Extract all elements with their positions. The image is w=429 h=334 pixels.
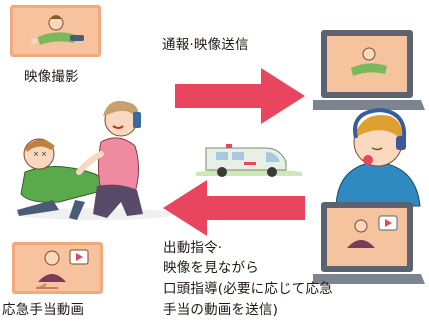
- capture-label: 映像撮影: [24, 69, 79, 85]
- send-label: 通報·映像送信: [162, 37, 249, 53]
- dispatch-label-line-4: 手当の動画を送信): [163, 302, 279, 318]
- injured-person-thumbnail: [13, 8, 98, 54]
- ambulance-icon: [196, 144, 302, 177]
- first-aid-video-label: 応急手当動画: [2, 302, 85, 318]
- dispatcher-illustration: [335, 108, 421, 207]
- first-aid-video-thumbnail: [15, 245, 100, 291]
- dispatch-label-line-2: 映像を見ながら: [163, 260, 259, 276]
- laptop-bottom-icon: [313, 202, 425, 284]
- send-arrow: [175, 68, 305, 124]
- svg-text:×: ×: [33, 150, 39, 158]
- dispatch-label-line-1: 出動指令·: [163, 240, 223, 256]
- svg-text:×: ×: [41, 150, 47, 158]
- laptop-top-icon: [313, 30, 425, 110]
- first-aid-video-card: [12, 242, 103, 294]
- emergency-scene-illustration: × ×: [15, 100, 175, 220]
- dispatch-label-line-3: 口頭指導(必要に応じて応急: [163, 281, 333, 297]
- dispatch-arrow: [163, 180, 305, 236]
- capture-video-card: [10, 5, 101, 57]
